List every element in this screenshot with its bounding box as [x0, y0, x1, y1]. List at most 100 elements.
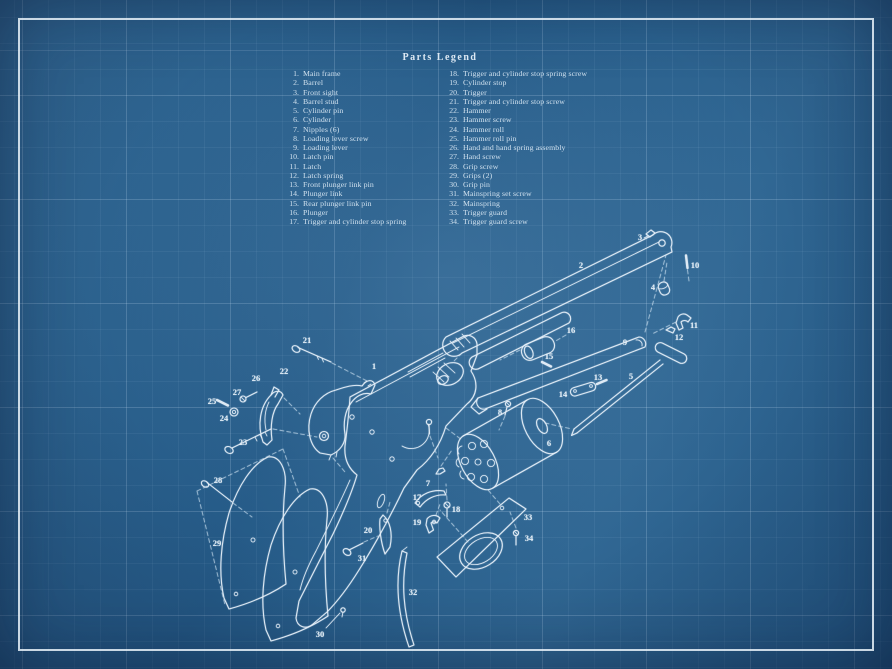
legend-item: 21.Trigger and cylinder stop screw: [449, 96, 565, 106]
part-number-label-18: 18: [452, 504, 461, 514]
part-number-label-15: 15: [545, 351, 554, 361]
legend-item: 12.Latch spring: [289, 170, 344, 180]
legend-item: 23.Hammer screw: [449, 115, 512, 125]
legend-item: 10.Latch pin: [289, 152, 334, 162]
part-28-grip-screw: [200, 480, 253, 518]
part-number-label-30: 30: [316, 629, 325, 639]
part-30-grip-pin: [325, 607, 346, 629]
part-number-label-10: 10: [691, 260, 700, 270]
legend-item: 2.Barrel: [293, 78, 324, 88]
part-18-stop-spring-screw: [443, 483, 451, 518]
legend-item: 18.Trigger and cylinder stop spring scre…: [449, 69, 588, 78]
legend-item: 14.Plunger link: [289, 189, 343, 199]
part-number-labels: 1234567891011121314151617181920212223242…: [208, 232, 700, 639]
part-number-label-26: 26: [252, 373, 261, 383]
part-number-label-33: 33: [524, 512, 533, 522]
part-number-label-31: 31: [358, 553, 367, 563]
part-13-front-plunger-link-pin: [595, 378, 608, 386]
part-9-loading-lever: [470, 254, 667, 415]
part-number-label-5: 5: [629, 371, 633, 381]
part-23-hammer-screw: [224, 428, 318, 455]
part-number-label-13: 13: [594, 372, 603, 382]
part-27-hand-screw: [239, 391, 258, 403]
part-6-cylinder: [455, 397, 564, 491]
legend-item: 33.Trigger guard: [449, 207, 508, 217]
part-number-label-20: 20: [364, 525, 373, 535]
part-22-hammer: [308, 380, 376, 473]
part-number-label-9: 9: [623, 337, 627, 347]
legend-item: 27.Hand screw: [449, 152, 502, 162]
part-33-trigger-guard: [436, 489, 527, 578]
part-29-grip-panel: [220, 456, 287, 610]
part-number-label-19: 19: [413, 517, 422, 527]
legend-item: 30.Grip pin: [449, 180, 491, 189]
part-number-label-32: 32: [409, 587, 418, 597]
part-20-trigger: [379, 501, 392, 555]
part-19-cylinder-stop: [425, 503, 441, 534]
part-11-latch: [651, 313, 692, 335]
part-14-plunger-link: [569, 381, 597, 397]
part-5-cylinder-pin: [544, 342, 688, 437]
part-7-nipple: [425, 418, 453, 475]
part-number-label-28: 28: [214, 475, 223, 485]
part-number-label-12: 12: [675, 332, 684, 342]
legend-item: 16.Plunger: [289, 207, 328, 217]
legend-item: 19.Cylinder stop: [449, 78, 507, 88]
legend-item: 25.Hammer roll pin: [449, 133, 517, 143]
legend-item: 13.Front plunger link pin: [289, 180, 374, 189]
part-32-mainspring: [397, 546, 415, 648]
part-number-label-4: 4: [651, 282, 656, 292]
part-number-label-22: 22: [280, 366, 289, 376]
legend-item: 22.Hammer: [449, 106, 491, 115]
part-number-label-21: 21: [303, 335, 312, 345]
part-number-label-3: 3: [638, 232, 642, 242]
part-31-mainspring-set-screw: [342, 535, 379, 556]
part-34-trigger-guard-screw: [509, 511, 520, 546]
legend-item: 20.Trigger: [449, 87, 487, 97]
part-number-label-34: 34: [525, 533, 534, 543]
part-16-plunger: [499, 334, 567, 361]
legend-item: 5.Cylinder pin: [293, 106, 344, 115]
part-number-label-11: 11: [690, 320, 698, 330]
part-1-main-frame: [295, 334, 478, 628]
legend-item: 6.Cylinder: [293, 115, 332, 125]
grip-alignment-dashes: [196, 448, 301, 606]
part-number-label-1: 1: [372, 361, 376, 371]
part-number-label-14: 14: [559, 389, 568, 399]
part-number-label-25: 25: [208, 396, 217, 406]
part-21-stop-screw: [291, 345, 368, 382]
part-number-label-24: 24: [220, 413, 229, 423]
part-26-hand-assembly: [259, 386, 301, 446]
legend-item: 9.Loading lever: [293, 143, 348, 152]
legend-item: 11.Latch: [289, 161, 322, 171]
part-15-rear-plunger-link-pin: [540, 360, 553, 368]
part-number-label-7: 7: [426, 478, 431, 488]
legend-item: 15.Rear plunger link pin: [289, 198, 372, 208]
part-number-label-23: 23: [239, 437, 248, 447]
legend-item: 24.Hammer roll: [449, 124, 505, 134]
part-29-grip-panel-2: [262, 488, 329, 642]
legend-item: 1.Main frame: [293, 69, 341, 78]
part-number-label-27: 27: [233, 387, 242, 397]
legend-item: 29.Grips (2): [449, 170, 493, 180]
part-24-hammer-roll: [229, 407, 239, 417]
part-number-label-17: 17: [413, 492, 422, 502]
legend-item: 7.Nipples (6): [293, 124, 340, 134]
part-12-latch-spring: [665, 326, 676, 334]
part-number-label-29: 29: [213, 538, 222, 548]
part-number-label-8: 8: [498, 407, 502, 417]
legend-item: 8.Loading lever screw: [293, 133, 369, 143]
part-number-label-16: 16: [567, 325, 576, 335]
part-3-front-sight: [643, 229, 656, 239]
legend-item: 32.Mainspring: [449, 198, 500, 208]
legend-item: 28.Grip screw: [449, 161, 499, 171]
part-25-hammer-roll-pin: [215, 398, 230, 407]
part-number-label-2: 2: [579, 260, 583, 270]
legend-item: 3.Front sight: [293, 87, 339, 97]
part-4-barrel-stud: [657, 261, 671, 296]
legend-item: 17.Trigger and cylinder stop spring: [289, 217, 407, 226]
